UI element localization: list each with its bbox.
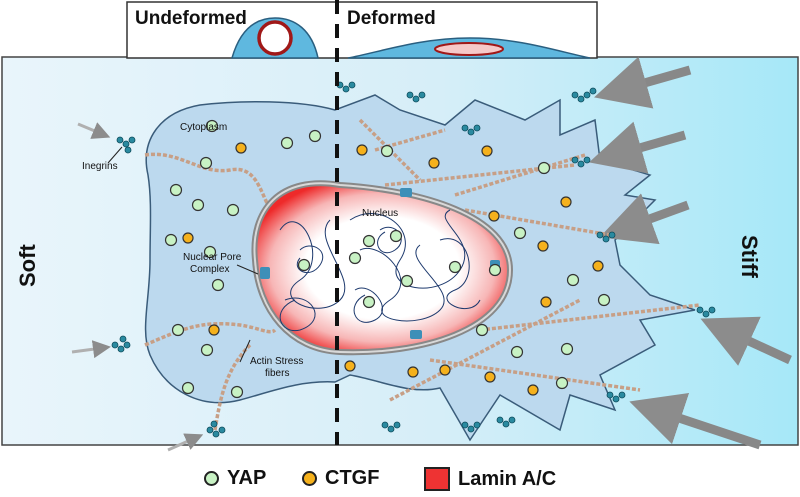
undeformed-label: Undeformed xyxy=(135,8,247,29)
actin-label-line2: fibers xyxy=(265,368,290,379)
legend-yap: YAP xyxy=(204,467,266,490)
lamin-legend-icon xyxy=(424,467,450,491)
nucleus-label: Nucleus xyxy=(362,208,399,219)
nucleus xyxy=(251,180,514,356)
deformed-label: Deformed xyxy=(347,8,436,29)
legend-ctgf: CTGF xyxy=(302,467,379,490)
legend-lamin-label: Lamin A/C xyxy=(458,467,557,490)
label-pointers xyxy=(107,146,259,363)
legend-yap-label: YAP xyxy=(227,467,267,489)
yap-molecules xyxy=(164,119,611,399)
soft-label: Soft xyxy=(15,244,40,287)
soft-force-arrows xyxy=(71,122,204,452)
cytoplasm-label: Cytoplasm xyxy=(180,122,228,133)
ctgf-molecules xyxy=(182,142,604,396)
legend-ctgf-label: CTGF xyxy=(325,467,380,489)
integrin-clusters xyxy=(111,81,716,438)
stiff-force-arrows xyxy=(589,56,792,450)
npc-label-line2: Complex xyxy=(190,264,230,275)
yap-legend-icon xyxy=(204,471,219,486)
integrins-label: Inegrins xyxy=(82,161,118,172)
ctgf-legend-icon xyxy=(302,471,317,486)
legend-lamin: Lamin A/C xyxy=(424,467,556,491)
actin-label-line1: Actin Stress xyxy=(250,356,304,367)
chromatin xyxy=(279,209,481,332)
npc-label-line1: Nuclear Pore xyxy=(183,252,242,263)
undeformed-nucleus-icon xyxy=(257,20,293,56)
deformed-nucleus-icon xyxy=(434,42,504,56)
stiff-label: Stiff xyxy=(737,235,762,278)
